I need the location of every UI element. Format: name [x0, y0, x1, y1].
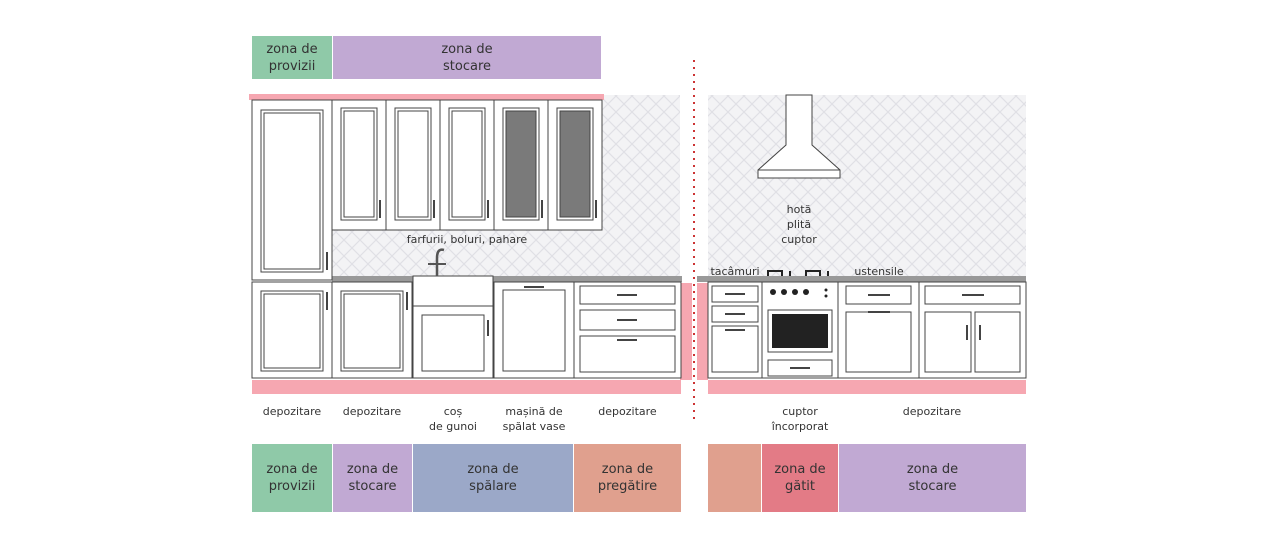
bottom-label-prep: depozitare: [598, 405, 657, 418]
crown-strip: [249, 94, 604, 100]
bottom-zone-spalare: zona de spălare: [413, 444, 573, 512]
bottom-label-oven: cuptor încorporat: [771, 405, 829, 433]
bottom-zone-pregatire-right: [708, 444, 761, 512]
bottom-label-right-storage: depozitare: [902, 405, 962, 418]
label-utensils: ustensile: [854, 265, 904, 278]
bottom-zone-provizii: zona de provizii: [252, 444, 332, 512]
bottom-zone-stocare-right: zona de stocare: [839, 444, 1026, 512]
top-zone-stocare: zona de stocare: [333, 36, 601, 79]
bottom-zone-gatit: zona de gătit: [762, 444, 838, 512]
bottom-label-storage: depozitare: [342, 405, 402, 418]
label-cutlery: tacâmuri: [710, 265, 760, 278]
bottom-zone-pregatire: zona de pregătire: [574, 444, 681, 512]
bottom-label-pantry: depozitare: [262, 405, 322, 418]
countertop-right: [697, 276, 1026, 282]
bottom-zone-stocare: zona de stocare: [333, 444, 412, 512]
wall-tiles-right: [708, 95, 1026, 278]
label-dishes: farfurii, boluri, pahare: [406, 233, 528, 246]
side-strip-left: [680, 283, 692, 380]
countertop-left: [332, 276, 682, 282]
bottom-label-dishwasher: mașină de spălat vase: [502, 405, 566, 433]
label-cooking: hotă plită cuptor: [781, 203, 817, 246]
side-strip-right: [697, 283, 708, 380]
bottom-label-trash: coș de gunoi: [429, 405, 477, 433]
floor-strip-right: [708, 380, 1026, 394]
top-zone-provizii: zona de provizii: [252, 36, 332, 79]
floor-strip-left: [252, 380, 681, 394]
